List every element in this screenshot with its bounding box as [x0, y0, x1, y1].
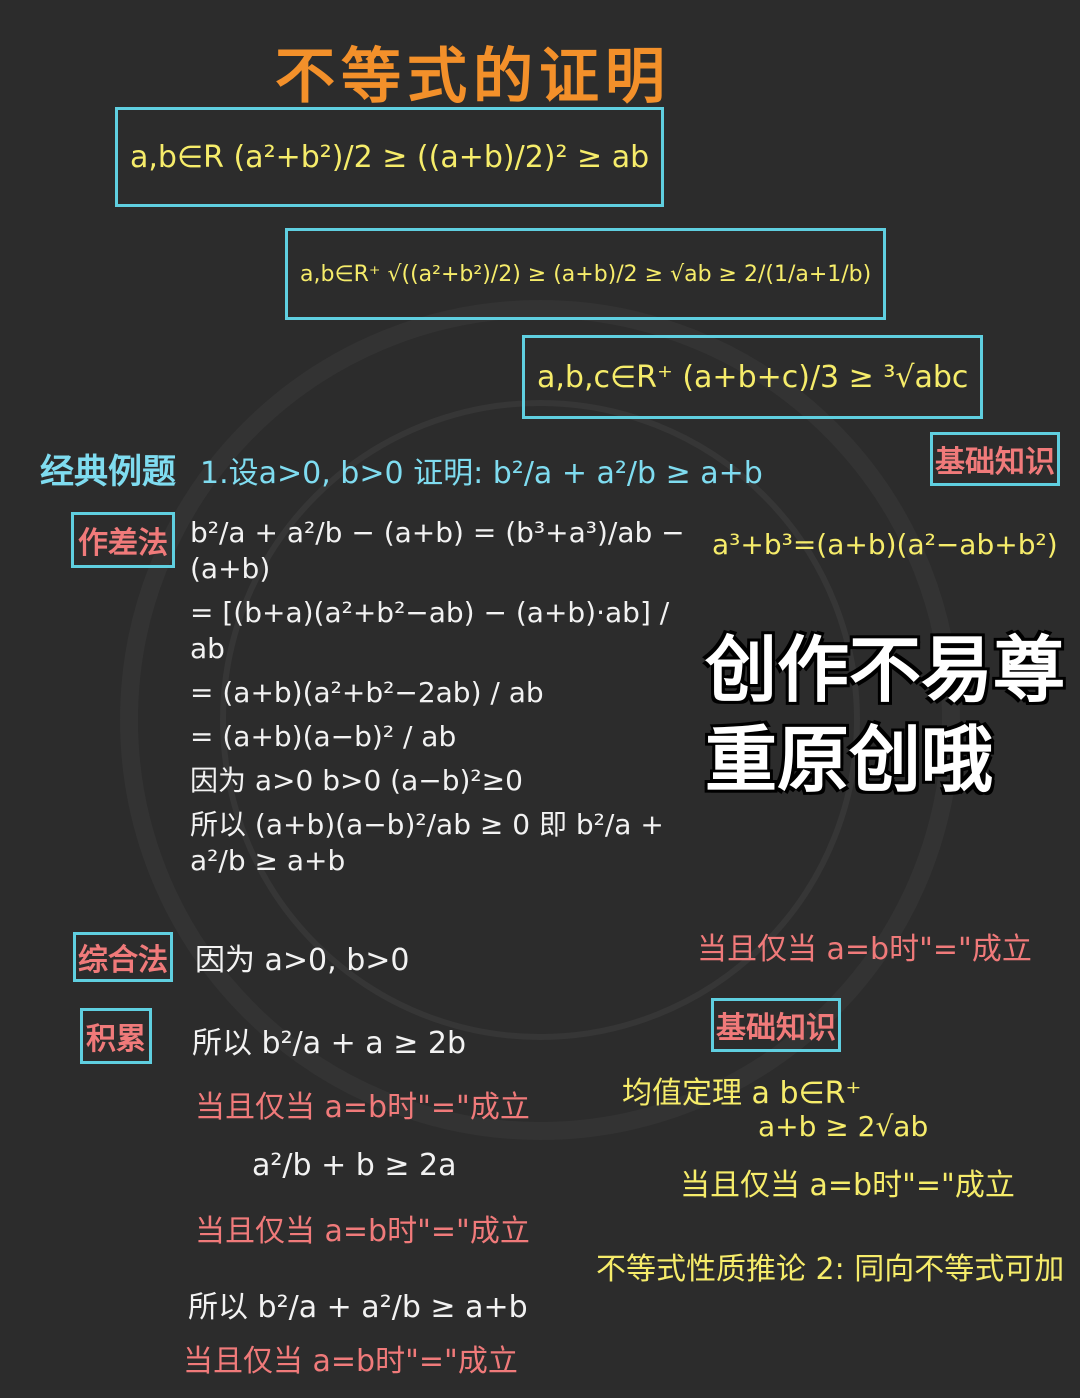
- mean-theorem-line-3: 当且仅当 a=b时"="成立: [680, 1168, 1015, 1203]
- watermark: 创作不易尊重原创哦: [705, 628, 1066, 802]
- basics-tag-1: 基础知识: [930, 432, 1060, 486]
- method1-line-6: 所以 (a+b)(a−b)²/ab ≥ 0 即 b²/a + a²/b ≥ a+…: [190, 808, 664, 877]
- mean-theorem-line-1: 均值定理 a b∈R⁺: [622, 1076, 862, 1111]
- method1-line-5: 因为 a>0 b>0 (a−b)²≥0: [190, 764, 523, 797]
- method2-tag-accumulate: 积累: [80, 1008, 152, 1064]
- example-label: 经典例题: [40, 452, 176, 492]
- method1-tag: 作差法: [71, 512, 175, 568]
- method1-line-3: = (a+b)(a²+b²−2ab) / ab: [190, 676, 544, 709]
- method1-derivation: b²/a + a²/b − (a+b) = (b³+a³)/ab − (a+b)…: [190, 515, 690, 887]
- basics-tag-2: 基础知识: [711, 998, 841, 1052]
- method1-line-1: b²/a + a²/b − (a+b) = (b³+a³)/ab − (a+b): [190, 516, 685, 585]
- formula-text: a,b∈R⁺ √((a²+b²)/2) ≥ (a+b)/2 ≥ √ab ≥ 2/…: [300, 261, 872, 287]
- method2-line-6: 所以 b²/a + a²/b ≥ a+b: [188, 1290, 528, 1325]
- cube-identity: a³+b³=(a+b)(a²−ab+b²): [712, 528, 1058, 561]
- method1-equality: 当且仅当 a=b时"="成立: [697, 932, 1032, 967]
- method2-line-3: 当且仅当 a=b时"="成立: [195, 1090, 530, 1125]
- corollary: 不等式性质推论 2: 同向不等式可加: [596, 1252, 1065, 1287]
- background-seal-inner: [220, 400, 860, 1040]
- formula-box-3: a,b,c∈R⁺ (a+b+c)/3 ≥ ³√abc: [522, 335, 984, 419]
- example-statement: 1.设a>0, b>0 证明: b²/a + a²/b ≥ a+b: [200, 456, 763, 491]
- mean-theorem-line-2: a+b ≥ 2√ab: [758, 1110, 929, 1143]
- method2-tag: 综合法: [73, 932, 173, 982]
- method2-line-1: 因为 a>0, b>0: [195, 943, 410, 978]
- method2-line-5: 当且仅当 a=b时"="成立: [195, 1214, 530, 1249]
- formula-text: a,b,c∈R⁺ (a+b+c)/3 ≥ ³√abc: [537, 359, 969, 395]
- page-title: 不等式的证明: [275, 42, 671, 112]
- method2-line-4: a²/b + b ≥ 2a: [252, 1148, 457, 1183]
- formula-text: a,b∈R (a²+b²)/2 ≥ ((a+b)/2)² ≥ ab: [130, 139, 650, 175]
- method1-line-4: = (a+b)(a−b)² / ab: [190, 720, 457, 753]
- method2-line-2: 所以 b²/a + a ≥ 2b: [192, 1026, 467, 1061]
- method1-line-2: = [(b+a)(a²+b²−ab) − (a+b)·ab] / ab: [190, 596, 670, 665]
- formula-box-1: a,b∈R (a²+b²)/2 ≥ ((a+b)/2)² ≥ ab: [115, 107, 665, 207]
- formula-box-2: a,b∈R⁺ √((a²+b²)/2) ≥ (a+b)/2 ≥ √ab ≥ 2/…: [285, 228, 887, 320]
- method2-line-7: 当且仅当 a=b时"="成立: [183, 1344, 518, 1379]
